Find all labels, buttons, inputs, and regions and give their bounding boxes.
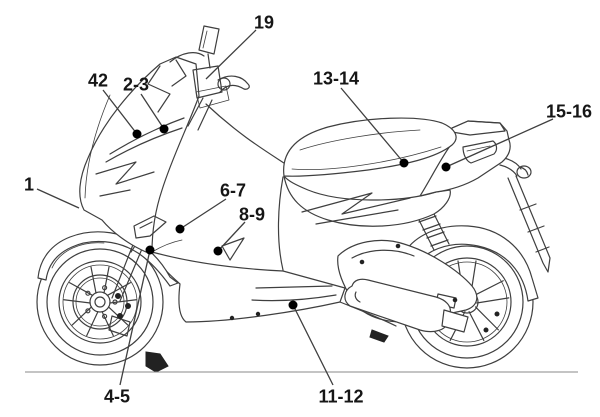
floorboard bbox=[151, 251, 346, 323]
callout-label-13-14: 13-14 bbox=[313, 69, 359, 89]
leader-line-13-14 bbox=[340, 87, 405, 164]
rear-mudflap bbox=[507, 175, 551, 273]
callout-label-11-12: 11-12 bbox=[318, 387, 363, 407]
callout-dot-42 bbox=[132, 129, 142, 139]
callout-label-4-5: 4-5 bbox=[104, 387, 130, 407]
callout-label-2-3: 2-3 bbox=[123, 75, 149, 95]
mirror bbox=[198, 25, 220, 69]
rear-turn-signal bbox=[499, 157, 532, 179]
callout-layer: 19 42 2-3 13-14 15-16 1 6-7 8-9 4-5 11-12 bbox=[24, 13, 592, 407]
leader-line-8-9 bbox=[217, 221, 246, 252]
leader-line-2-3 bbox=[140, 93, 165, 130]
callout-dot-11-12 bbox=[288, 300, 298, 310]
callout-dot-6-7 bbox=[175, 224, 185, 234]
leader-line-4-5 bbox=[119, 249, 151, 386]
leader-line-15-16 bbox=[445, 118, 554, 168]
callout-label-8-9: 8-9 bbox=[239, 205, 265, 225]
front-fender bbox=[37, 231, 179, 287]
callout-label-1: 1 bbox=[24, 175, 34, 195]
callout-dot-2-3 bbox=[159, 124, 169, 134]
front-fairing bbox=[79, 56, 245, 261]
callout-dot-4-5 bbox=[145, 245, 155, 255]
callout-label-6-7: 6-7 bbox=[220, 181, 246, 201]
muffler bbox=[344, 278, 469, 343]
rear-side-panel bbox=[283, 175, 451, 227]
leader-line-19 bbox=[205, 29, 257, 80]
callout-label-15-16: 15-16 bbox=[546, 102, 592, 122]
kickstand bbox=[145, 351, 169, 373]
callout-label-19: 19 bbox=[254, 13, 274, 33]
leader-line-11-12 bbox=[292, 304, 334, 386]
leader-line-42 bbox=[102, 89, 138, 135]
seat bbox=[283, 117, 457, 177]
center-tunnel bbox=[205, 103, 397, 327]
leader-line-1 bbox=[36, 188, 80, 209]
callout-dot-13-14 bbox=[399, 158, 409, 168]
scooter-drawing bbox=[36, 25, 551, 373]
callout-dot-8-9 bbox=[213, 246, 223, 256]
callout-dot-15-16 bbox=[441, 162, 451, 172]
callout-label-42: 42 bbox=[88, 71, 108, 91]
leader-line-6-7 bbox=[179, 198, 227, 230]
